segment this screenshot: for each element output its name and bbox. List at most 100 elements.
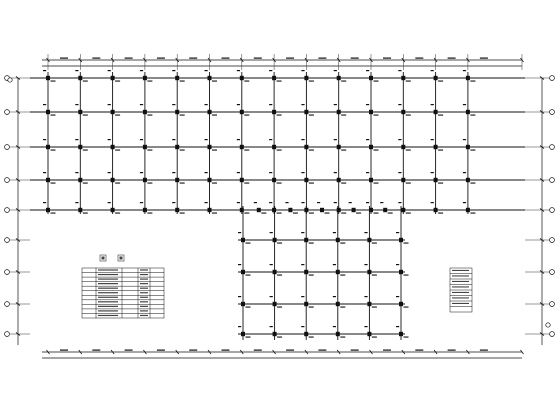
column-section [465, 75, 470, 81]
column-tag [366, 172, 370, 174]
column-tag [333, 172, 337, 174]
axis-bubble [549, 237, 555, 243]
column-tag [371, 242, 377, 244]
column-tag [462, 104, 467, 106]
column-tag [380, 202, 384, 204]
column-tag [212, 182, 217, 184]
column-section-sketch-core [101, 256, 105, 260]
dimension-value-mark [221, 349, 230, 351]
column-tag [462, 139, 467, 141]
column-tag [277, 242, 283, 244]
column-tag [212, 212, 217, 214]
axis-bubble [4, 237, 10, 243]
column-tag [245, 274, 251, 276]
column-tag [324, 212, 330, 214]
column-tag [75, 172, 79, 174]
column-section [336, 75, 341, 81]
dimension-tick [336, 349, 341, 355]
column-tag [50, 149, 56, 151]
column-tag [238, 296, 242, 298]
column-tag [269, 104, 273, 106]
column-section [175, 109, 180, 115]
column-tag [398, 104, 402, 106]
column-tag [371, 336, 377, 338]
column-section [367, 301, 372, 307]
schedule-cell-mark [98, 287, 118, 289]
axis-bubble [549, 331, 555, 337]
axis-bubble [4, 331, 10, 337]
column-tag [340, 242, 346, 244]
column-tag [364, 232, 368, 234]
column-tag [115, 80, 121, 82]
column-tag [301, 326, 305, 328]
column-tag [430, 172, 434, 174]
column-tag [179, 149, 185, 151]
column-tag [115, 182, 121, 184]
column-tag [204, 202, 208, 204]
column-tag [204, 70, 208, 72]
column-tag [82, 182, 88, 184]
schedule-cell-mark [140, 314, 148, 317]
column-section [239, 177, 244, 183]
column-tag [341, 114, 347, 116]
column-section [207, 75, 212, 81]
column-tag [285, 202, 289, 204]
column-section-sketch-core [119, 256, 123, 260]
column-tag [238, 326, 242, 328]
column-tag [366, 70, 370, 72]
column-section [399, 331, 403, 337]
schedule-cell-mark [140, 301, 148, 303]
axis-bubble [545, 322, 551, 328]
column-tag [244, 114, 250, 116]
schedule-cell-mark [98, 292, 118, 294]
column-tag [244, 80, 250, 82]
column-tag [43, 172, 47, 174]
column-tag [470, 114, 476, 116]
schedule-frame [81, 267, 165, 319]
dimension-value-mark [253, 349, 262, 351]
column-tag [438, 80, 444, 82]
column-section [401, 177, 406, 183]
column-tag [308, 149, 314, 151]
schedule-cell-mark [98, 310, 118, 312]
column-tag [301, 264, 305, 266]
column-tag [261, 212, 267, 214]
column-tag [147, 114, 153, 116]
dimension-value-mark [189, 349, 198, 351]
column-section [399, 301, 403, 307]
schedule-cell-mark [140, 310, 148, 312]
column-tag [405, 114, 411, 116]
column-marks [43, 70, 476, 338]
column-section [142, 207, 147, 213]
column-section [369, 109, 373, 115]
column-tag [470, 80, 476, 82]
column-tag [364, 264, 368, 266]
column-section [256, 207, 261, 213]
column-tag [276, 80, 282, 82]
column-section [304, 207, 309, 213]
column-tag [269, 264, 273, 266]
column-tag [470, 182, 476, 184]
legend-row-mark [452, 269, 469, 271]
column-section [175, 207, 180, 213]
column-tag [462, 172, 467, 174]
column-tag [333, 70, 337, 72]
column-tag [107, 70, 111, 72]
column-section [272, 331, 277, 337]
column-tag [236, 104, 240, 106]
column-tag [139, 139, 144, 141]
column-tag [236, 70, 240, 72]
dimension-tick [272, 349, 276, 355]
schedule-cell-mark [140, 283, 148, 285]
column-section [433, 207, 438, 213]
column-tag [75, 104, 79, 106]
column-section [142, 177, 147, 183]
column-tag [115, 212, 121, 214]
dimension-value-mark [383, 57, 391, 59]
column-tag [139, 70, 144, 72]
column-tag [430, 202, 434, 204]
column-section [367, 237, 372, 243]
column-tag [269, 70, 273, 72]
column-section [401, 75, 406, 81]
column-tag [147, 212, 153, 214]
